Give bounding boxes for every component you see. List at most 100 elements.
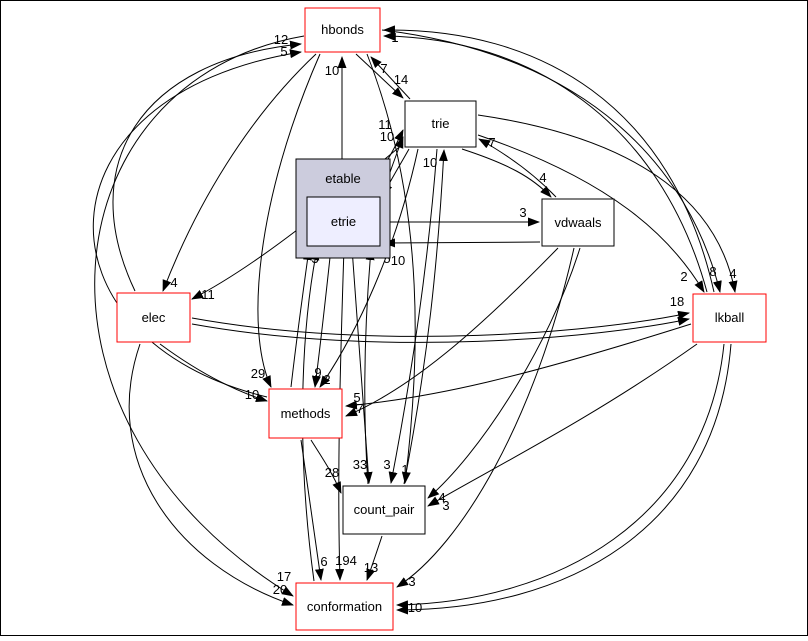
- node-methods[interactable]: methods: [268, 388, 343, 439]
- edge-hbonds-elec: [162, 53, 317, 292]
- edge-lkball-count_pair: [427, 343, 698, 507]
- edge-lkball-hbonds-2: [383, 25, 715, 293]
- node-vdwaals-label: vdwaals: [555, 215, 602, 230]
- node-lkball-box: [692, 293, 767, 343]
- node-trie-box: [404, 100, 477, 148]
- node-hbonds[interactable]: hbonds: [304, 7, 381, 53]
- edge-vdwaals-conformation: [396, 247, 575, 588]
- edge-label: 29: [251, 366, 265, 381]
- edge-label: 1: [391, 30, 398, 45]
- edge-label: 5: [280, 44, 287, 59]
- edge-hbonds-conformation: [94, 35, 305, 597]
- edge-label: 3: [408, 574, 415, 589]
- edge-methods-etrie: [290, 248, 312, 388]
- edge-trie-methods: [319, 148, 419, 388]
- edge-label: 11: [201, 287, 215, 302]
- edge-label: 9: [314, 365, 321, 380]
- edge-trie-count_pair: [388, 148, 438, 484]
- node-lkball-label: lkball: [715, 310, 745, 325]
- edge-elec-conformation: [128, 343, 294, 606]
- node-conformation-label: conformation: [307, 599, 382, 614]
- edge-lkball-conformation: [396, 343, 725, 610]
- edge-label: 10: [423, 155, 437, 170]
- edge-label: 13: [364, 560, 378, 575]
- edge-lkball-methods: [345, 323, 692, 410]
- node-conformation[interactable]: conformation: [295, 582, 394, 631]
- edge-label: 4: [438, 490, 445, 505]
- node-count_pair-label: count_pair: [354, 502, 415, 517]
- edge-lkball-conformation-2: [396, 343, 732, 615]
- edge-vdwaals-methods: [345, 247, 559, 417]
- edge-label: 20: [273, 582, 287, 597]
- edge-label: 11: [378, 117, 392, 132]
- edge-label: 17: [277, 569, 291, 584]
- edge-label: 28: [325, 465, 339, 480]
- edge-label: 18: [670, 294, 684, 309]
- node-hbonds-label: hbonds: [321, 22, 364, 37]
- node-etrie[interactable]: etrie: [306, 196, 381, 247]
- node-elec-box: [116, 292, 191, 343]
- node-conformation-box: [295, 582, 394, 631]
- node-elec[interactable]: elec: [116, 292, 191, 343]
- edge-label: 3: [519, 205, 526, 220]
- node-methods-box: [268, 388, 343, 439]
- edge-label: 12: [274, 32, 288, 47]
- edge-label: 4: [729, 266, 736, 281]
- edge-count_pair-conformation: [366, 535, 383, 581]
- edge-label: 3: [383, 457, 390, 472]
- edge-hbonds-trie: [355, 53, 404, 99]
- edge-methods-hbonds: [93, 49, 302, 398]
- edge-elec-hbonds: [112, 40, 302, 292]
- edge-label: 1: [401, 462, 408, 477]
- edge-label: 10: [391, 253, 405, 268]
- edge-label: 10: [408, 600, 422, 615]
- node-vdwaals[interactable]: vdwaals: [541, 198, 615, 247]
- edge-hbonds-count_pair: [366, 53, 416, 484]
- node-trie[interactable]: trie: [404, 100, 477, 148]
- edge-label: 7: [488, 135, 495, 150]
- edge-vdwaals-etrie: [383, 238, 541, 248]
- edge-label: 4: [170, 275, 177, 290]
- edge-label: 33: [353, 457, 367, 472]
- edge-label: 2: [680, 269, 687, 284]
- node-hbonds-box: [304, 7, 381, 53]
- cluster-etable-label: etable: [325, 171, 360, 186]
- edge-hbonds-lkball: [381, 29, 722, 293]
- node-count_pair[interactable]: count_pair: [342, 485, 426, 535]
- edge-label: 6: [320, 554, 327, 569]
- edge-trie-vdwaals: [461, 148, 552, 198]
- edge-etrie-methods: [311, 247, 332, 388]
- edge-label: 14: [394, 72, 408, 87]
- edge-label: 3: [442, 498, 449, 513]
- edge-label: 10: [380, 129, 394, 144]
- edge-label: 5: [353, 390, 360, 405]
- node-count_pair-box: [342, 485, 426, 535]
- node-elec-label: elec: [142, 310, 166, 325]
- edge-lkball-hbonds: [383, 31, 708, 293]
- edge-label: 7: [356, 401, 363, 416]
- edge-count_pair-etrie: [364, 248, 375, 485]
- edge-label: 10: [325, 63, 339, 78]
- edge-trie-lkball-2: [477, 114, 738, 293]
- edge-label: 194: [335, 553, 357, 568]
- node-methods-label: methods: [281, 406, 331, 421]
- edge-elec-lkball-2: [191, 316, 690, 343]
- edge-elec-methods: [159, 343, 268, 402]
- edge-label: 2: [323, 372, 330, 387]
- edge-vdwaals-count_pair: [427, 247, 581, 499]
- edge-label: 4: [539, 170, 546, 185]
- node-trie-label: trie: [431, 116, 449, 131]
- edge-trie-lkball: [477, 134, 705, 293]
- edge-label: 10: [245, 387, 259, 402]
- edge-label: 7: [380, 61, 387, 76]
- node-vdwaals-box: [541, 198, 615, 247]
- edge-label: 8: [709, 264, 716, 279]
- edge-elec-lkball: [191, 310, 690, 337]
- edge-etrie-count_pair: [351, 247, 373, 484]
- node-etrie-label: etrie: [331, 214, 356, 229]
- node-lkball[interactable]: lkball: [692, 293, 767, 343]
- edge-count_pair-trie: [403, 149, 448, 485]
- node-etrie-box: [306, 196, 381, 247]
